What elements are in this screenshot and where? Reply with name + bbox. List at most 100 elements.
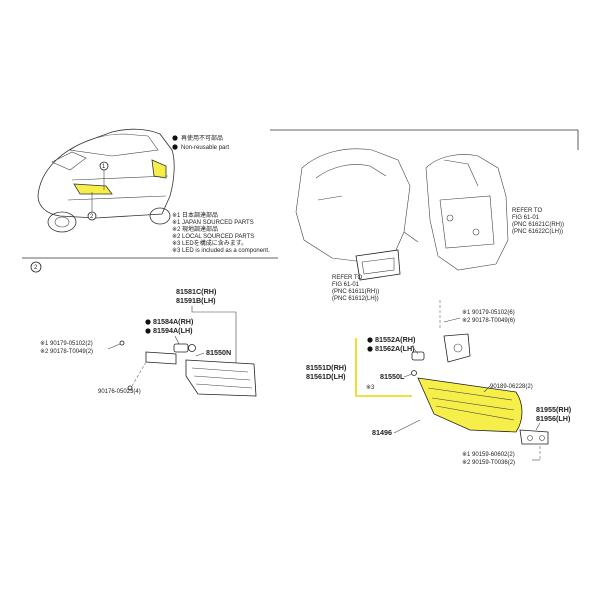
lamp-rib	[435, 405, 515, 421]
outer-lamp-outline	[417, 377, 523, 433]
lamp-rh: 81551D(RH)	[306, 363, 347, 372]
bolt-hole	[446, 214, 454, 222]
lamp-opening-inner	[361, 257, 395, 275]
leader-gasket	[483, 385, 491, 393]
inner-clip-label: 90176-05023(4)	[98, 389, 141, 395]
far-wheel	[149, 207, 171, 225]
lens-rib	[195, 383, 253, 389]
lens-rib	[191, 367, 249, 373]
bolt-hole	[472, 228, 480, 236]
nut-2: ※2 90178-T0049(6)	[462, 318, 515, 324]
outer-bracket	[519, 429, 549, 460]
rear-window	[69, 133, 159, 157]
panel-2: 2 81581C(RH) 81591B(LH) 81584A(RH) 81594…	[30, 261, 257, 397]
bracket-lh: 81956(LH)	[536, 414, 571, 423]
non-reusable-legend: 再使用不可部品 Non-reusable part	[172, 134, 229, 151]
socket-rh: 81552A(RH)	[375, 335, 416, 344]
note-4: ※2 LOCAL SOURCED PARTS	[172, 234, 254, 240]
legend-en: Non-reusable part	[181, 145, 229, 151]
panel-crease	[315, 164, 387, 179]
refer-bottom-1: REFER TO	[332, 275, 362, 281]
non-reusable-marker	[367, 337, 373, 343]
panel-1: 再使用不可部品 Non-reusable part 1 2	[22, 128, 278, 259]
lens-rib	[193, 375, 251, 381]
callout-1-label: 1	[102, 164, 106, 170]
socket-assembly	[411, 333, 471, 363]
socket-bracket	[443, 333, 471, 363]
cover-label: 81496	[372, 428, 392, 437]
non-reusable-marker	[145, 328, 151, 334]
refer-top-4: (PNC 61622C(LH))	[512, 229, 563, 235]
rear-wheel	[47, 211, 77, 233]
highlight-bracket	[355, 338, 412, 397]
car-body-outline	[37, 128, 175, 219]
note-5: ※3 LEDを構成に含みます。	[172, 239, 247, 247]
tail-lamp-left	[73, 183, 113, 195]
inner-screw-2: ※2 90178-T0049(2)	[40, 349, 93, 355]
leader-inner-lamp	[191, 306, 237, 368]
socket-hole	[453, 343, 463, 353]
clip-dash	[131, 361, 147, 387]
refer-bottom-2: FIG 61-01	[332, 282, 360, 288]
screw-icon	[119, 340, 125, 346]
inner-socket-bulb	[173, 343, 196, 353]
inner-lamp-assembly	[127, 351, 257, 397]
bulb	[188, 344, 196, 352]
sourcing-notes: ※1 日本調達部品 ※1 JAPAN SOURCED PARTS ※2 現地調達…	[172, 211, 270, 254]
outer-lamp-assembly	[417, 377, 523, 433]
non-reusable-marker	[367, 346, 373, 352]
socket-body	[173, 343, 189, 353]
panel-3: REFER TO FIG 61-01 (PNC 61611(RH)) (PNC …	[270, 129, 579, 466]
gasket-label: 90189-06228(2)	[490, 384, 533, 390]
callout-1	[99, 161, 109, 171]
refer-top-1: REFER TO	[512, 208, 542, 214]
leader-cover	[393, 419, 421, 434]
note-3: ※2 現地調達部品	[172, 225, 218, 233]
bracket-body	[519, 429, 549, 445]
tail-lamp-left-highlight	[74, 184, 112, 194]
bumper-line	[67, 195, 167, 201]
panel-detail	[317, 195, 343, 201]
callout-2	[87, 211, 97, 221]
note-2: ※1 JAPAN SOURCED PARTS	[172, 220, 254, 226]
inner-screw-1: ※1 90179-05102(2)	[40, 341, 93, 347]
panel-2-number: 2	[34, 265, 38, 271]
bracket-rh: 81955(RH)	[536, 405, 572, 414]
note-1: ※1 日本調達部品	[172, 211, 218, 219]
bullet-icon	[172, 144, 178, 150]
refer-bottom-3: (PNC 61611(RH))	[332, 289, 379, 295]
trunk-lid-panel	[439, 195, 495, 249]
leader-inner-lens	[195, 352, 205, 357]
inner-socket-rh: 81584A(RH)	[153, 317, 194, 326]
side-window	[51, 151, 87, 171]
outer-lamp-highlight	[418, 378, 522, 432]
quarter-panel	[295, 148, 419, 281]
rear-wheel-hub	[54, 216, 70, 228]
panel-2-number-circle	[30, 261, 42, 273]
inner-lens-label: 81550N	[206, 348, 231, 357]
screw-2: ※2 90159-T0036(2)	[462, 460, 515, 466]
hinge	[443, 159, 479, 187]
callout-2-label: 2	[90, 214, 94, 220]
bullet-icon	[172, 135, 178, 141]
car-rear-illustration: 1 2	[37, 128, 175, 233]
refer-bottom-4: (PNC 61612(LH))	[332, 296, 379, 302]
non-reusable-marker	[145, 319, 151, 325]
tail-lamp-right	[151, 159, 167, 179]
lamp-opening	[355, 249, 401, 281]
bracket-hole	[539, 435, 545, 441]
lamp-lh: 81561D(LH)	[306, 372, 346, 381]
leader-bracket	[535, 422, 541, 431]
socket-bulb	[411, 351, 425, 361]
lamp-rib	[431, 397, 515, 411]
bracket-hole	[527, 435, 533, 441]
quarter-panel-outline	[295, 148, 411, 263]
inner-socket-lh: 81594A(LH)	[153, 326, 193, 335]
lens-bulb-icon	[411, 370, 417, 376]
refer-top-3: (PNC 61621C(RH))	[512, 222, 564, 228]
nut-1: ※1 90179-05102(6)	[462, 310, 515, 316]
panel-detail	[403, 231, 419, 243]
leader-nut	[443, 317, 461, 323]
refer-top-2: FIG 61-01	[512, 215, 540, 221]
